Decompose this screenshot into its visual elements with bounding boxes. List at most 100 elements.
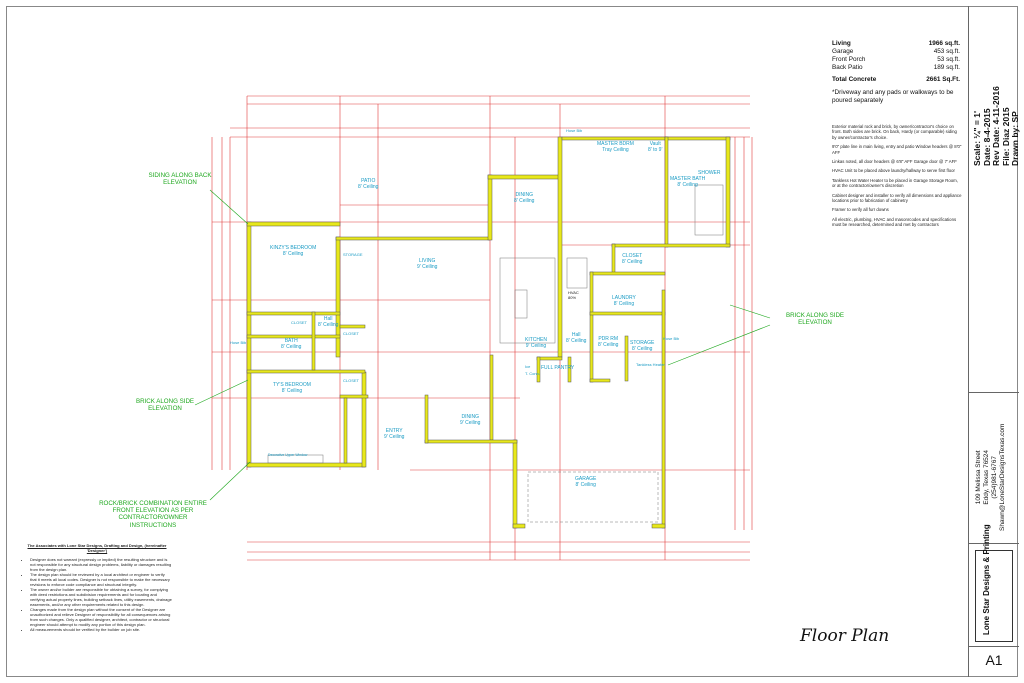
kitchen-island bbox=[514, 289, 528, 319]
leader-line bbox=[209, 189, 249, 225]
note: Cabinet designer and installer to verify… bbox=[832, 192, 962, 204]
hvac-label: HVAC 80% bbox=[568, 290, 579, 300]
leader-line bbox=[667, 324, 771, 366]
room-label: FULL PANTRY bbox=[541, 365, 575, 371]
tub bbox=[694, 184, 724, 236]
address-block: 109 Melissa Street Eddy, Texas 76524 (25… bbox=[975, 424, 1007, 531]
disclaimer-item: The design plan should be reviewed by a … bbox=[30, 572, 172, 587]
callout-leaders bbox=[194, 189, 771, 501]
wall bbox=[589, 378, 611, 383]
closet-label: CLOSET bbox=[343, 331, 360, 336]
closet-label: CLOSET bbox=[343, 378, 360, 383]
note: Tankless Hot Water Heater to be placed i… bbox=[832, 177, 958, 189]
wall bbox=[246, 369, 366, 374]
divider bbox=[969, 543, 1019, 544]
wall bbox=[246, 221, 252, 468]
closet-label: CLOSET bbox=[291, 320, 308, 325]
wall bbox=[512, 523, 526, 529]
wall bbox=[487, 174, 493, 241]
area-footnote: *Driveway and any pads or walkways to be… bbox=[832, 89, 954, 104]
note: 9'0" plate line in main living, entry an… bbox=[832, 144, 962, 155]
wall bbox=[489, 354, 494, 441]
disclaimer-block: The Associates with Lone Star Designs, D… bbox=[22, 543, 172, 632]
email-text: Shawn@LoneStarDesignsTexas.com bbox=[999, 423, 1006, 531]
wall bbox=[611, 243, 731, 248]
company-logo: Lone Star Designs & Printing bbox=[975, 524, 1013, 642]
drawing-sheet-border bbox=[6, 6, 1018, 677]
wall bbox=[311, 311, 316, 371]
leader-line bbox=[209, 461, 251, 501]
wall bbox=[335, 236, 491, 241]
wall bbox=[561, 136, 668, 141]
divider bbox=[969, 646, 1019, 647]
wall bbox=[651, 523, 666, 529]
wall bbox=[589, 271, 594, 383]
disclaimer-item: All measurements should be verified by t… bbox=[30, 627, 172, 632]
sheet-number: A1 bbox=[985, 652, 1003, 668]
title-block: Scale: ¼" = 1' Date: 8-4-2015 Rev Date: … bbox=[968, 6, 1021, 677]
hose-bib-label: Hose Bib bbox=[566, 128, 583, 133]
note: Linkas noted, all door headers @ 6'8" AF… bbox=[832, 159, 957, 165]
wall bbox=[661, 289, 666, 529]
decorative-window bbox=[267, 454, 324, 464]
wall bbox=[246, 311, 341, 316]
drawn-by-text: Drawn by: SP bbox=[1010, 111, 1020, 166]
wall bbox=[487, 174, 561, 180]
wall bbox=[611, 243, 616, 275]
kitchen-counter bbox=[499, 257, 556, 344]
title-info: Scale: ¼" = 1' Date: 8-4-2015 Rev Date: … bbox=[972, 86, 1021, 166]
wall bbox=[424, 394, 429, 444]
wall bbox=[536, 356, 563, 361]
wall bbox=[664, 136, 669, 248]
corner-label: T. Conn. bbox=[525, 371, 540, 376]
hose-bib-label: Hose Bib bbox=[663, 336, 680, 341]
wall bbox=[664, 136, 731, 141]
rock-front-label: ROCK/BRICK COMBINATION ENTIRE FRONT ELEV… bbox=[99, 500, 207, 529]
wall bbox=[557, 136, 563, 358]
leader-line bbox=[194, 379, 249, 406]
ice-label: Ice bbox=[525, 364, 531, 369]
disclaimer-item: The owner and/or builder are responsible… bbox=[30, 587, 172, 607]
leader-line bbox=[729, 304, 771, 319]
plan-title: Floor Plan bbox=[800, 626, 890, 646]
note: Framer to verify all furr downs bbox=[832, 207, 889, 213]
note: Exterior material rock and brick, by own… bbox=[832, 124, 957, 140]
wall bbox=[536, 356, 541, 383]
wall bbox=[589, 311, 666, 316]
hvac-box bbox=[566, 257, 588, 289]
brick-side-left-label: BRICK ALONG SIDE ELEVATION bbox=[135, 398, 195, 413]
tankless-label: Tankless Heater bbox=[636, 362, 665, 367]
dimension-lines bbox=[211, 95, 753, 561]
wall bbox=[361, 371, 367, 468]
window-label: Decorative Upper Window bbox=[268, 453, 308, 457]
address-line: 109 Melissa Street bbox=[975, 450, 982, 505]
wall bbox=[246, 334, 341, 339]
disclaimer-heading: The Associates with Lone Star Designs, D… bbox=[27, 543, 167, 553]
wall bbox=[343, 397, 348, 464]
wall bbox=[335, 236, 341, 358]
address-line: Eddy, Texas 76524 bbox=[983, 449, 990, 505]
wall bbox=[567, 356, 572, 383]
note: HVAC Unit to be placed above laundry/hal… bbox=[832, 168, 955, 174]
fixtures bbox=[267, 184, 724, 523]
disclaimer-item: Changes made from the design plan withou… bbox=[30, 607, 172, 627]
wall bbox=[246, 221, 341, 227]
